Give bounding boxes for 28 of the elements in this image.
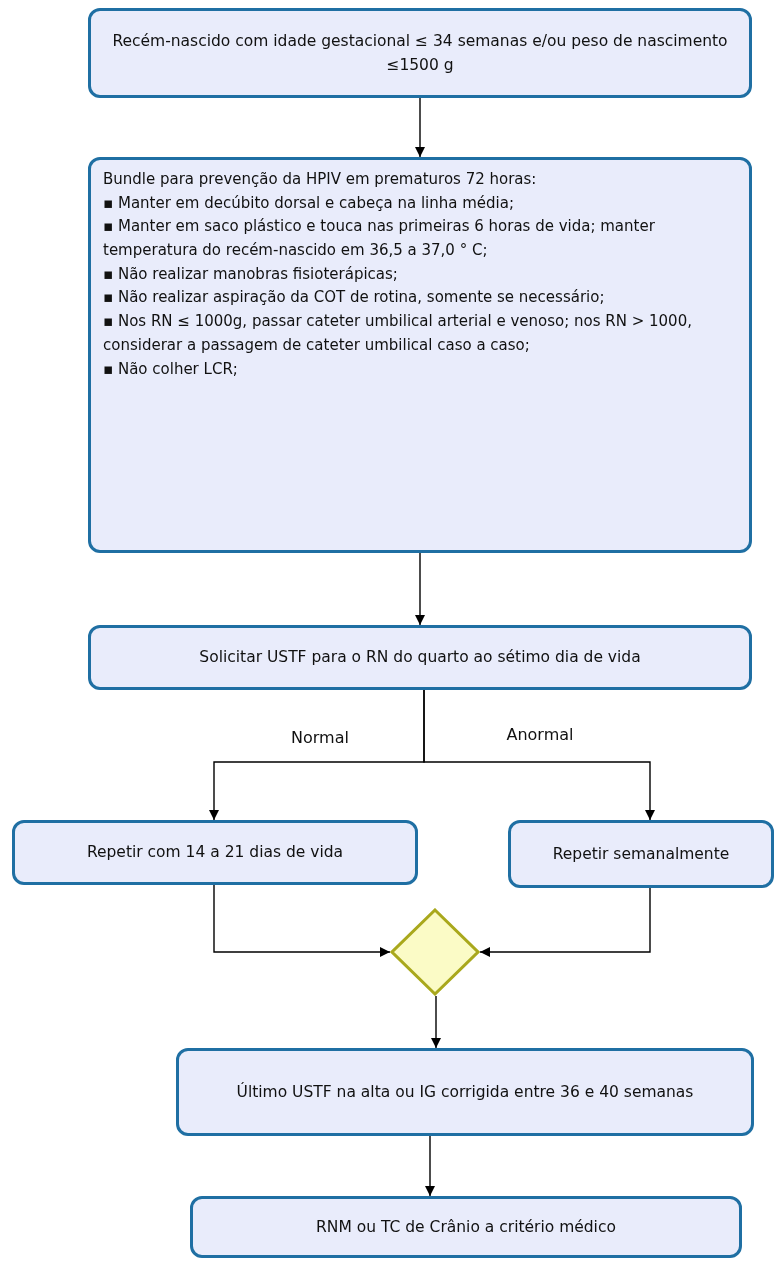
process-box <box>88 8 752 98</box>
arrow <box>431 995 441 1049</box>
process-box <box>88 157 752 553</box>
process-box <box>176 1048 754 1136</box>
box-text: Solicitar USTF para o RN do quarto ao sétimo dia de vida <box>198 647 642 669</box>
box-text: Recém-nascido com idade gestacional ≤ 34 semanas e/ou peso de nascimento ≤1500 g <box>111 31 729 76</box>
arrow <box>415 97 425 158</box>
decision-diamond <box>390 908 480 996</box>
process-box <box>12 820 418 885</box>
arrow <box>415 552 425 626</box>
list-item: ▪ Manter em decúbito dorsal e cabeça na linha média; <box>103 192 515 214</box>
list-item: ▪ Não realizar aspiração da COT de rotina, somente se necessário; <box>103 287 606 309</box>
arrow <box>425 1135 435 1197</box>
box-text: RNM ou TC de Crânio a critério médico <box>315 1217 617 1238</box>
process-box <box>88 625 752 690</box>
list-item: ▪ Manter em saco plástico e touca nas primeiras 6 horas de vida; manter temperatura do recém-nascido em 36,5 a 37,0 ° C; <box>103 216 656 262</box>
arrow <box>423 689 655 821</box>
arrow <box>479 887 651 957</box>
box-text: Repetir com 14 a 21 dias de vida <box>85 842 345 864</box>
list-heading: Bundle para prevenção da HPIV em prematuros 72 horas: <box>103 169 538 190</box>
box-text: Último USTF na alta ou IG corrigida entre 36 e 40 semanas <box>235 1081 695 1103</box>
list-item: ▪ Não colher LCR; <box>103 358 239 380</box>
arrow <box>213 884 391 957</box>
process-box <box>508 820 774 888</box>
box-text: Repetir semanalmente <box>551 844 731 865</box>
list-item: ▪ Nos RN ≤ 1000g, passar cateter umbilical arterial e venoso; nos RN > 1000, considerar a passagem de cateter umbilical caso a caso; <box>103 311 693 356</box>
process-box <box>190 1196 742 1258</box>
list-item: ▪ Não realizar manobras fisioterápicas; <box>103 263 399 285</box>
